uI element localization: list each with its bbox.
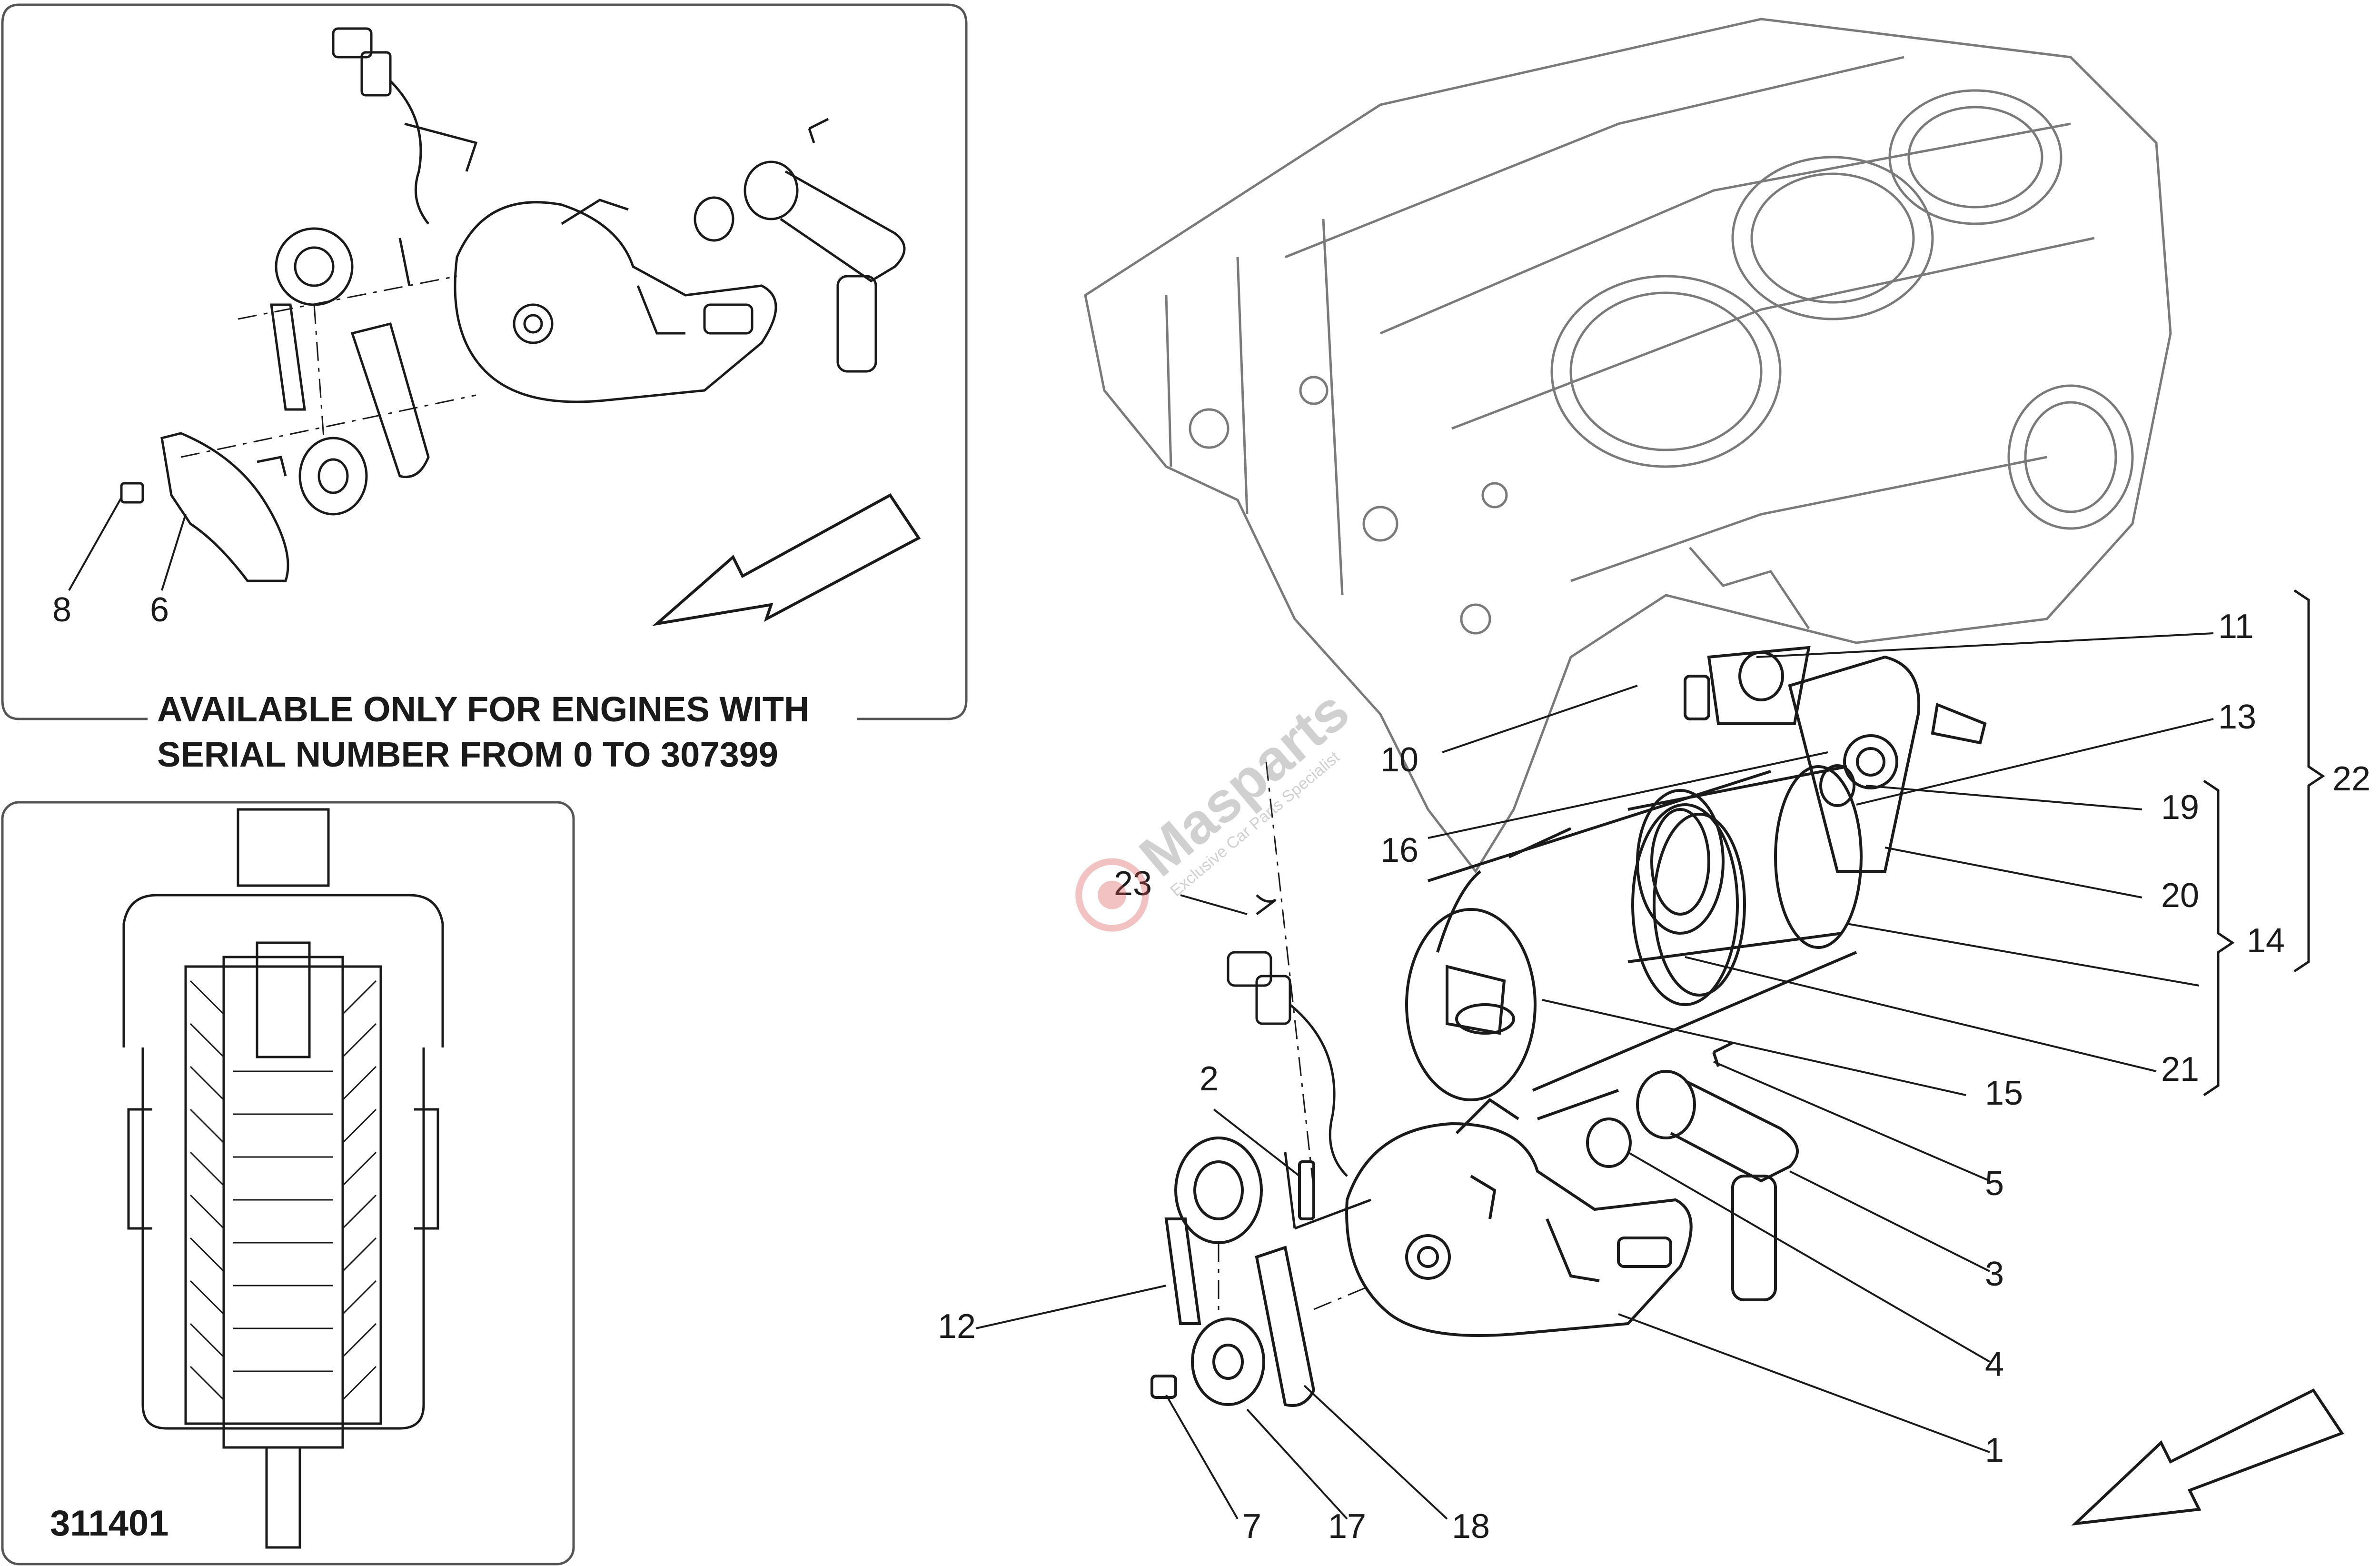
oil-level-sensor	[1227, 894, 1371, 1230]
main-callout-leaders	[975, 632, 2214, 1520]
callout-19: 19	[2161, 788, 2199, 827]
watermark-logo-icon	[1075, 858, 1149, 932]
inset-top-panel: 8 6 AVAILABLE ONLY FOR ENGINES WITH SERI…	[1, 3, 968, 774]
inset-cover-plate	[120, 432, 289, 582]
callout-18: 18	[1452, 1507, 1490, 1546]
callout-15: 15	[1985, 1074, 2023, 1112]
inset-gears	[270, 227, 430, 516]
watermark: Masparts Exclusive Car Parts Specialist	[1075, 678, 1361, 932]
main-assembly-axes	[1218, 761, 1371, 1314]
callout-1: 1	[1985, 1431, 2004, 1469]
inset-callout-leaders	[68, 497, 187, 591]
watermark-brand: Masparts	[1128, 678, 1361, 888]
filter-cartridge	[1627, 765, 1847, 963]
main-direction-arrow	[2071, 1388, 2344, 1526]
callout-12: 12	[938, 1307, 976, 1346]
callout-11: 11	[2218, 608, 2254, 646]
callout-14: 14	[2247, 922, 2285, 960]
callout-17: 17	[1328, 1507, 1366, 1546]
inset-caption-line1: AVAILABLE ONLY FOR ENGINES WITH	[157, 689, 809, 729]
pump-drive-gears	[1150, 1137, 1316, 1407]
filter-mount-flange	[1684, 646, 1987, 873]
engine-block	[1084, 18, 2172, 874]
drawing-code: 311401	[50, 1503, 169, 1544]
inset-direction-arrow	[652, 493, 921, 626]
filter-element-pleats	[189, 980, 377, 1401]
callout-7: 7	[1242, 1507, 1261, 1546]
inset-callout-6: 6	[150, 591, 169, 629]
inset-assembly-axes	[180, 275, 476, 458]
inset-top-frame	[1, 3, 968, 720]
callout-16: 16	[1380, 831, 1418, 869]
inset-oil-pump	[454, 199, 777, 403]
callout-20: 20	[2161, 877, 2199, 915]
callout-3: 3	[1985, 1255, 2004, 1293]
oil-filter-cross-section	[122, 808, 444, 1549]
bracket-14	[2203, 779, 2235, 1097]
bracket-22	[2293, 589, 2325, 973]
oil-pump	[1298, 1098, 1693, 1337]
inset-pickup-pipe	[694, 118, 906, 373]
callout-10: 10	[1380, 741, 1418, 779]
inset-oil-sensor	[332, 27, 478, 225]
inset-callout-8: 8	[52, 591, 71, 629]
oil-filter-housing	[1405, 765, 1863, 1120]
main-callouts: 11 13 22 10 16 19 20 14 23 21 15 2 5 3 1…	[938, 608, 2370, 1546]
callout-5: 5	[1985, 1165, 2004, 1203]
callout-2: 2	[1200, 1060, 1219, 1098]
inset-caption-line2: SERIAL NUMBER FROM 0 TO 307399	[157, 735, 778, 774]
inset-bottom-frame	[1, 801, 575, 1566]
callout-23: 23	[1114, 865, 1152, 903]
callout-13: 13	[2218, 698, 2256, 736]
callout-4: 4	[1985, 1346, 2004, 1384]
inset-bottom-panel: 311401	[1, 801, 575, 1566]
callout-22: 22	[2332, 760, 2370, 798]
group-brackets	[2203, 589, 2325, 1097]
callout-21: 21	[2161, 1050, 2199, 1088]
